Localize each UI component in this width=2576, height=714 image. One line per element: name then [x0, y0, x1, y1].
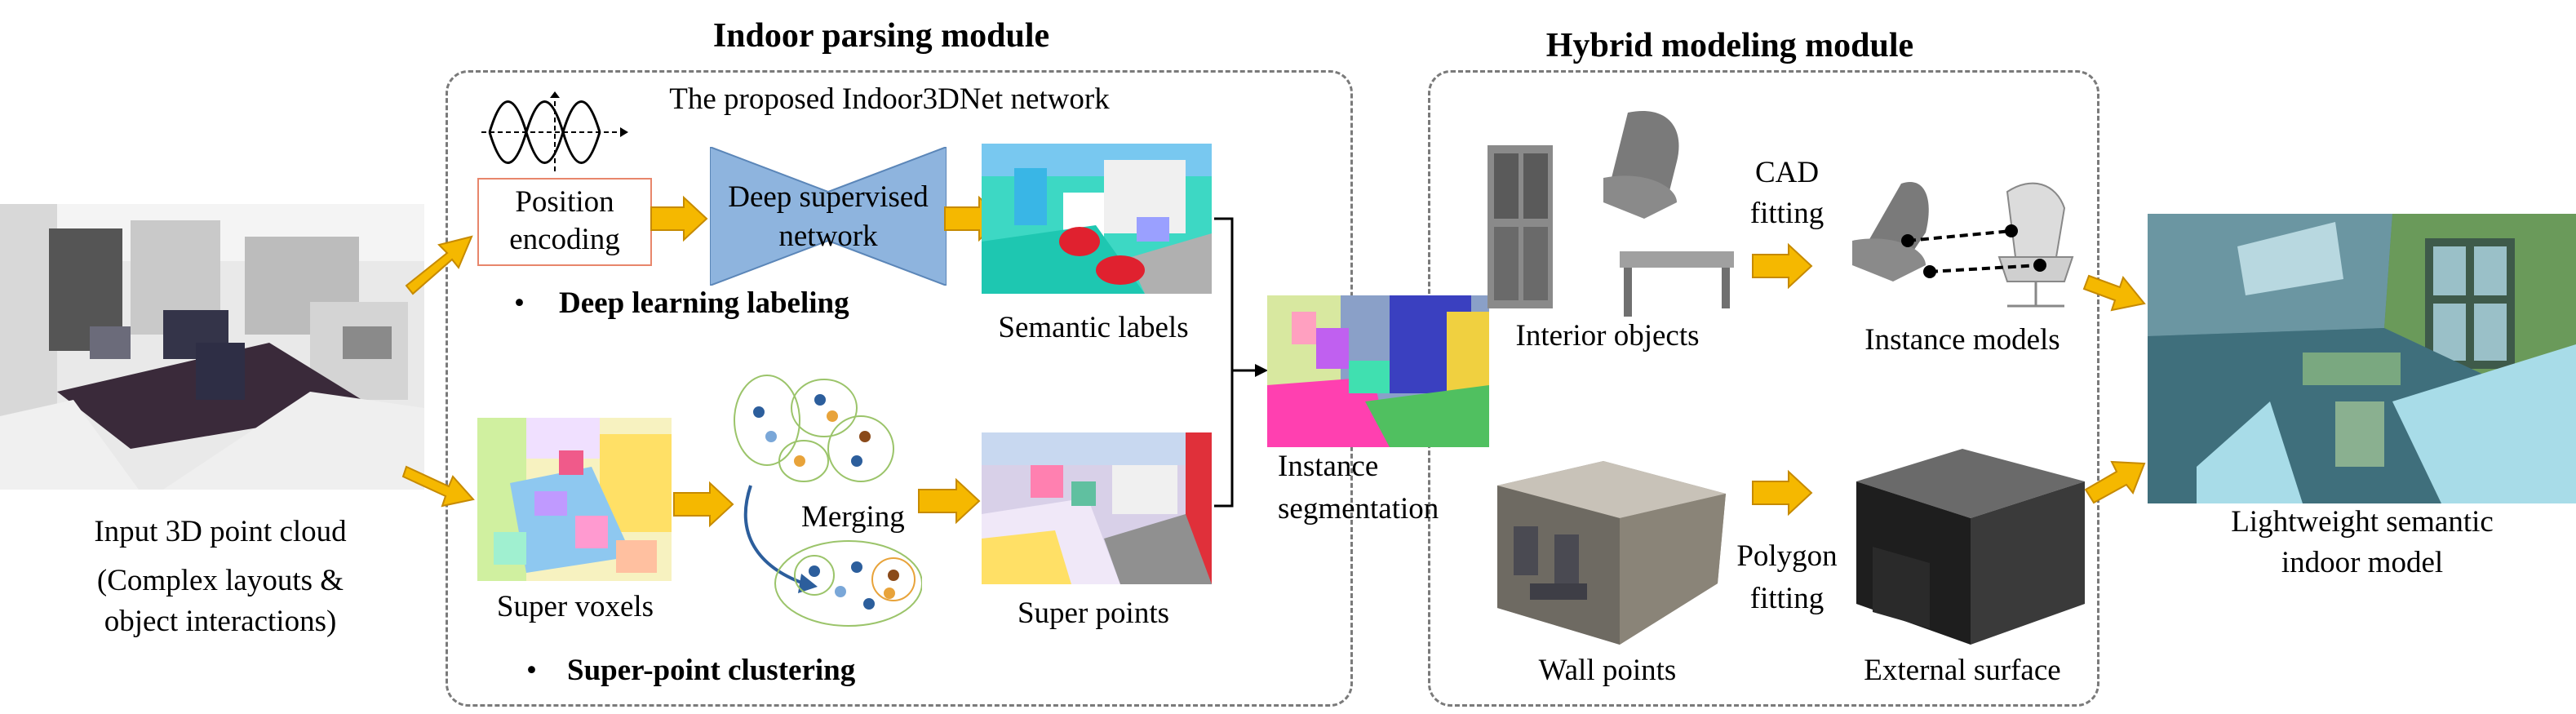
polygon-fitting-line-1: Polygon [1736, 539, 1838, 573]
external-surface-caption: External surface [1864, 654, 2061, 687]
arrow-to-output-top [2082, 274, 2146, 312]
super-points-image [982, 432, 1212, 584]
arrow-cad-fitting [1752, 242, 1813, 290]
arrow-to-output-bottom [2084, 460, 2146, 504]
instance-segmentation-line-1: Instance [1278, 450, 1379, 483]
input-sublabel-line-2: object interactions) [104, 605, 337, 638]
instance-models-graphic [1852, 182, 2074, 308]
input-label: Input 3D point cloud [94, 515, 347, 548]
bullet-super-point: • [526, 654, 537, 687]
sine-wave-icon [481, 91, 628, 171]
merging-label: Merging [801, 500, 905, 534]
super-voxels-caption: Super voxels [496, 590, 654, 623]
deep-supervised-network-shape [710, 147, 947, 286]
super-point-clustering-label: Super-point clustering [567, 654, 856, 687]
arrow-merging-to-superpoints [918, 477, 981, 525]
arrow-encoding-to-network [650, 195, 708, 242]
deep-supervised-line-2: network [778, 220, 878, 253]
indoor-parsing-module-title: Indoor parsing module [712, 17, 1050, 55]
bullet-deep-learning: • [514, 286, 525, 320]
semantic-labels-caption: Semantic labels [998, 311, 1189, 344]
deep-learning-labeling-label: Deep learning labeling [559, 286, 849, 320]
instance-models-caption: Instance models [1864, 323, 2060, 357]
instance-segmentation-line-2: segmentation [1278, 492, 1439, 526]
arrow-voxels-to-merging [673, 481, 734, 528]
input-sublabel-line-1: (Complex layouts & [96, 564, 344, 597]
lightweight-model-image [2148, 214, 2576, 503]
input-point-cloud-image [0, 204, 424, 490]
position-encoding-line-1: Position [515, 185, 614, 219]
connector-to-instance-segmentation [1214, 217, 1268, 508]
position-encoding-box: Position encoding [477, 178, 652, 266]
interior-objects-caption: Interior objects [1515, 319, 1700, 353]
interior-objects-graphic [1488, 111, 1734, 317]
output-label-line-1: Lightweight semantic [2231, 505, 2494, 539]
deep-supervised-line-1: Deep supervised [728, 180, 929, 214]
super-points-caption: Super points [1017, 596, 1170, 630]
hybrid-modeling-module-title: Hybrid modeling module [1545, 27, 1914, 64]
output-label-line-2: indoor model [2281, 546, 2444, 579]
arrow-input-to-supervoxels [401, 465, 475, 508]
polygon-fitting-line-2: fitting [1749, 582, 1824, 615]
instance-segmentation-image [1267, 295, 1489, 447]
position-encoding-line-2: encoding [509, 223, 620, 256]
arrow-polygon-fitting [1752, 469, 1813, 517]
wall-points-graphic [1497, 461, 1726, 645]
external-surface-graphic [1856, 449, 2085, 645]
semantic-labels-image [982, 144, 1212, 294]
cad-fitting-line-2: fitting [1749, 197, 1824, 230]
wall-points-caption: Wall points [1538, 654, 1677, 687]
super-voxels-image [477, 418, 672, 581]
network-title: The proposed Indoor3DNet network [669, 82, 1110, 116]
merging-clusters-graphic [734, 375, 922, 627]
cad-fitting-line-1: CAD [1754, 156, 1820, 189]
arrow-input-to-encoding [405, 235, 473, 295]
